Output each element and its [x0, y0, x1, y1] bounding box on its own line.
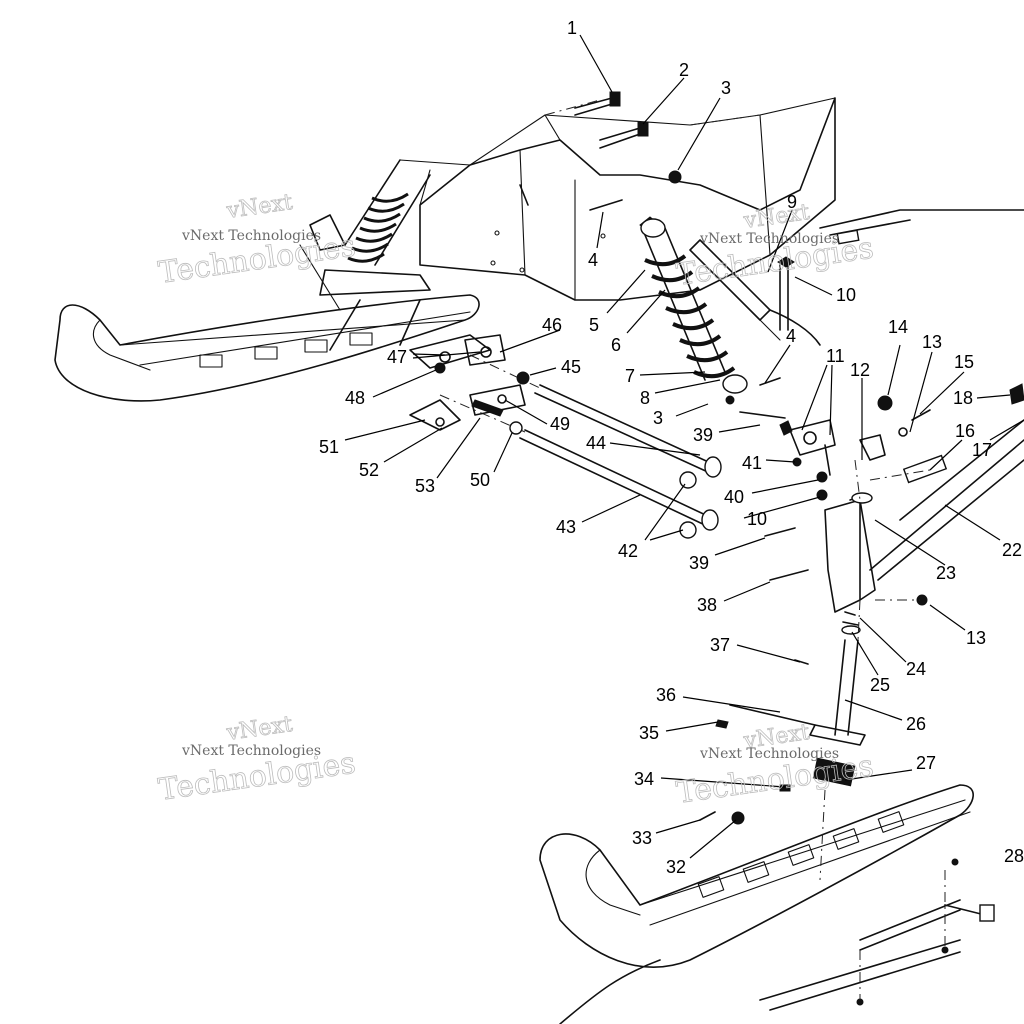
svg-text:vNext: vNext: [224, 712, 294, 746]
callout-37: 37: [710, 635, 730, 655]
callout-5: 5: [589, 315, 599, 335]
svg-text:vNext Technologies: vNext Technologies: [699, 231, 839, 247]
callout-46: 46: [542, 315, 562, 335]
watermark-top: vNext: [224, 190, 294, 224]
callout-9: 9: [787, 192, 797, 212]
callout-4-right: 4: [786, 326, 796, 346]
right-rail: [859, 383, 1024, 606]
chassis-bulkhead: [399, 97, 836, 301]
callout-49: 49: [550, 414, 570, 434]
left-ski: [54, 294, 480, 402]
callout-50: 50: [470, 470, 490, 490]
callout-12: 12: [850, 360, 870, 380]
left-shock-absorber: [299, 159, 431, 311]
callout-32: 32: [666, 857, 686, 877]
callout-39-lower: 39: [689, 553, 709, 573]
spindle-assembly: [729, 459, 876, 787]
callout-40: 40: [724, 487, 744, 507]
center-shock-absorber: [639, 216, 748, 394]
watermark-bottom-left: vNext vNext Technologies Technologies: [156, 712, 358, 809]
callout-33: 33: [632, 828, 652, 848]
callout-labels: 1 2 3 4 5 6 7 8 3 9 10 4 11 12 14 13 15 …: [319, 18, 1024, 877]
watermark-bottom-right: vNext vNext Technologies Technologies: [674, 720, 876, 812]
callout-24: 24: [906, 659, 926, 679]
callout-17: 17: [972, 440, 992, 460]
callout-51: 51: [319, 437, 339, 457]
callout-10-lower: 10: [747, 509, 767, 529]
callout-15: 15: [954, 352, 974, 372]
callout-4: 4: [588, 250, 598, 270]
callout-47: 47: [387, 347, 407, 367]
watermark-top-right: vNext vNext Technologies Technologies: [674, 200, 876, 294]
watermark-middle: vNext Technologies: [181, 228, 321, 244]
callout-25: 25: [870, 675, 890, 695]
callout-28: 28: [1004, 846, 1024, 866]
callout-8: 8: [640, 388, 650, 408]
callout-1: 1: [567, 18, 577, 38]
callout-18: 18: [953, 388, 973, 408]
svg-text:vNext Technologies: vNext Technologies: [181, 743, 321, 759]
callout-16: 16: [955, 421, 975, 441]
watermark-top-left: vNext vNext Technologies Technologies: [156, 190, 358, 292]
callout-38: 38: [697, 595, 717, 615]
callout-39: 39: [693, 425, 713, 445]
callout-3: 3: [721, 78, 731, 98]
callout-23: 23: [936, 563, 956, 583]
callout-44: 44: [586, 433, 606, 453]
callout-6: 6: [611, 335, 621, 355]
callout-13-lower: 13: [966, 628, 986, 648]
callout-42: 42: [618, 541, 638, 561]
callout-48: 48: [345, 388, 365, 408]
callout-41: 41: [742, 453, 762, 473]
callout-36: 36: [656, 685, 676, 705]
left-brackets: [409, 334, 530, 435]
callout-34: 34: [634, 769, 654, 789]
upper-bolts: [519, 91, 761, 211]
callout-13: 13: [922, 332, 942, 352]
radius-rods: [439, 354, 722, 539]
callout-26: 26: [906, 714, 926, 734]
callout-53: 53: [415, 476, 435, 496]
callout-27: 27: [916, 753, 936, 773]
front-ski: [539, 784, 995, 1024]
a-arm-tie-rod: [689, 209, 1024, 346]
callout-11: 11: [826, 346, 845, 366]
callout-45: 45: [561, 357, 581, 377]
leader-lines: [344, 34, 1024, 859]
callout-35: 35: [639, 723, 659, 743]
callout-52: 52: [359, 460, 379, 480]
callout-7: 7: [625, 366, 635, 386]
svg-text:vNext Technologies: vNext Technologies: [699, 746, 839, 762]
spindle-hardware: [725, 377, 836, 581]
callout-10: 10: [836, 285, 856, 305]
callout-3-lower: 3: [653, 408, 663, 428]
callout-14: 14: [888, 317, 908, 337]
callout-43: 43: [556, 517, 576, 537]
callout-2: 2: [679, 60, 689, 80]
callout-22: 22: [1002, 540, 1022, 560]
